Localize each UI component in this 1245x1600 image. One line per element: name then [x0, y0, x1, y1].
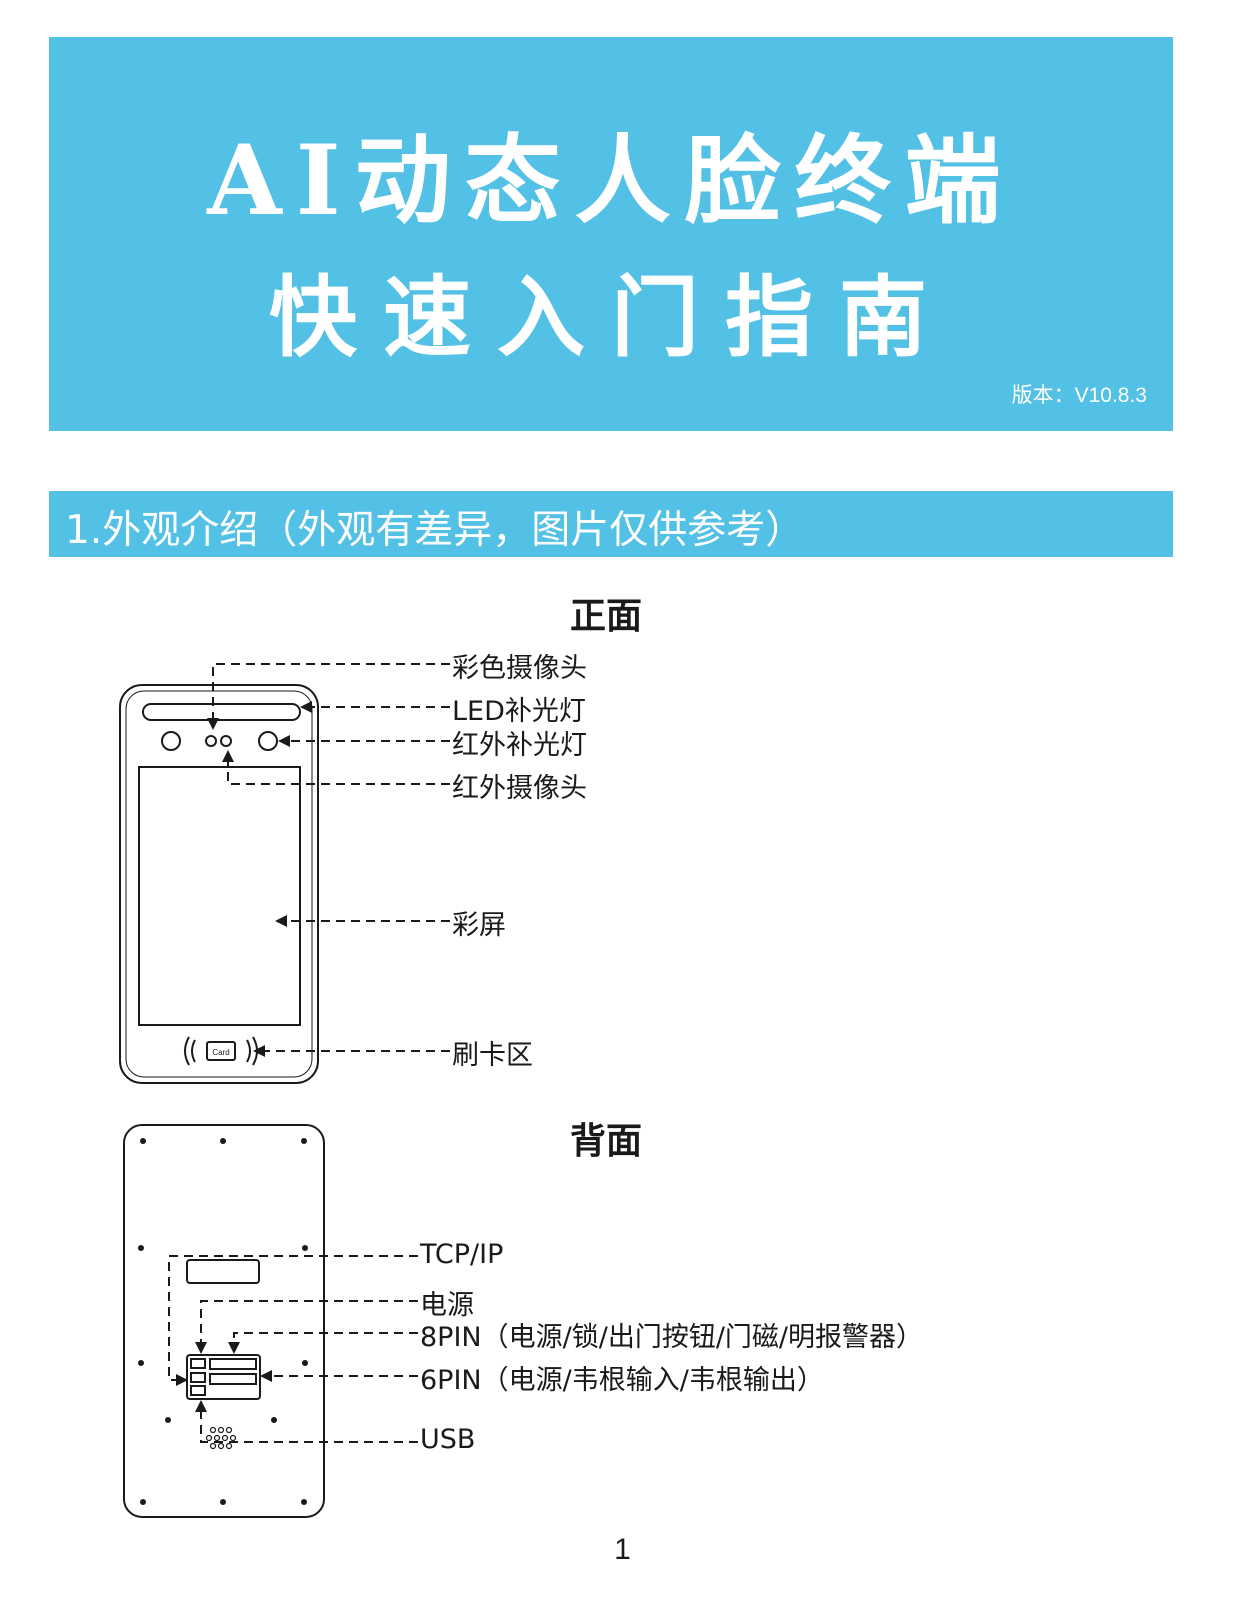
title-line-2: 快速入门指南 [268, 265, 953, 369]
title-banner: AI动态人脸终端 快速入门指南 版本：V10.8.3 [49, 37, 1173, 431]
section-heading-bar: 1.外观介绍（外观有差异，图片仅供参考） [49, 491, 1173, 557]
front-heading: 正面 [570, 596, 643, 637]
callout-tcp-ip: TCP/IP [420, 1239, 504, 1270]
callout-usb: USB [420, 1424, 476, 1455]
back-screw-holes [138, 1138, 308, 1505]
front-device-outline [119, 684, 319, 1084]
callout-6pin: 6PIN（电源/韦根输入/韦根输出） [420, 1365, 824, 1396]
card-icon-text: Card [212, 1048, 229, 1057]
callout-card-area: 刷卡区 [452, 1040, 533, 1071]
callout-ir-camera: 红外摄像头 [452, 773, 587, 804]
version-label: 版本：V10.8.3 [1011, 384, 1147, 407]
title-line-1: AI动态人脸终端 [207, 124, 1015, 237]
speaker-grille [205, 1426, 237, 1450]
callout-power: 电源 [420, 1290, 474, 1321]
section-heading: 1.外观介绍（外观有差异，图片仅供参考） [65, 508, 805, 553]
page-number: 1 [614, 1533, 631, 1566]
back-callout-lines [168, 1255, 418, 1443]
back-heading: 背面 [570, 1121, 643, 1162]
callout-ir-light: 红外补光灯 [452, 730, 587, 761]
callout-color-camera: 彩色摄像头 [452, 653, 587, 684]
callout-led-light: LED补光灯 [452, 696, 586, 727]
back-device-outline [123, 1124, 325, 1518]
callout-screen: 彩屏 [452, 910, 506, 941]
front-callout-lines [207, 663, 450, 1057]
callout-8pin: 8PIN（电源/锁/出门按钮/门磁/明报警器） [420, 1322, 924, 1353]
